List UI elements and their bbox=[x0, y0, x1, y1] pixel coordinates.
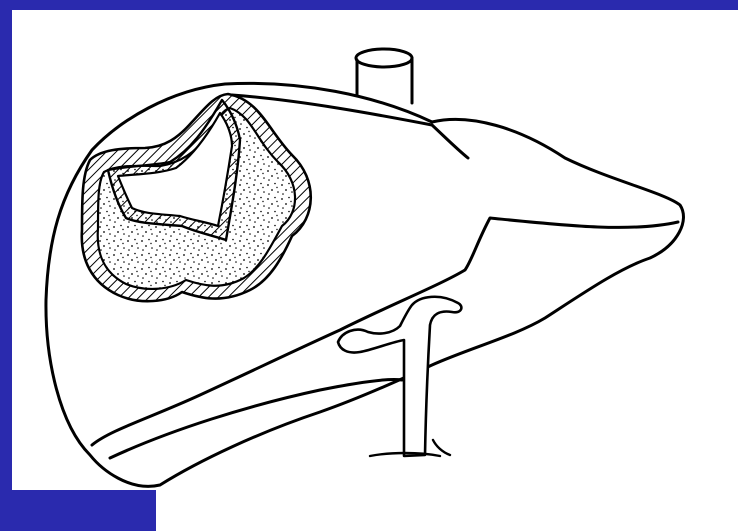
vena-cava-opening bbox=[356, 49, 412, 67]
portal-vein-side bbox=[433, 440, 450, 455]
inferior-edge bbox=[110, 379, 402, 458]
